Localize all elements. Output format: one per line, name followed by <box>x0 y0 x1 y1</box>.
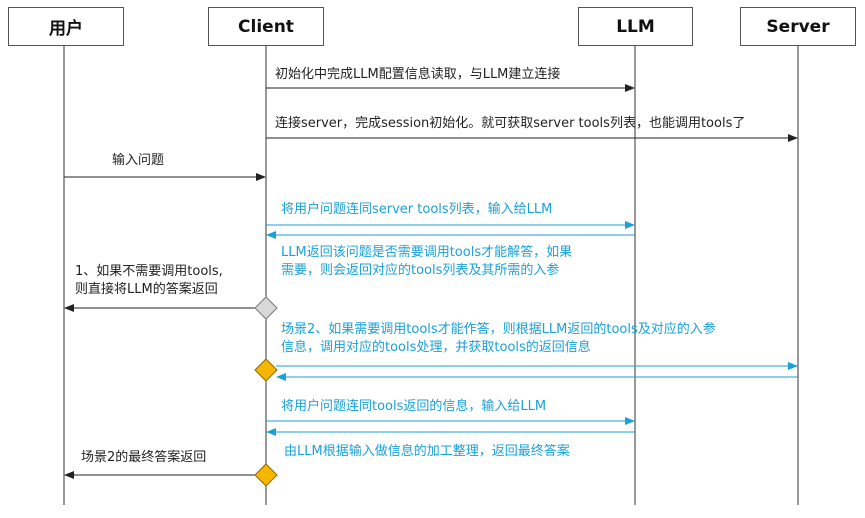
message-direct-answer-line2: 则直接将LLM的答案返回 <box>75 282 218 297</box>
actor-llm: LLM <box>578 7 693 46</box>
message-scenario2-line2: 信息，调用对应的tools处理，并获取tools的返回信息 <box>281 340 591 355</box>
decision-diamond-tools-call <box>254 358 278 382</box>
message-scenario2-line1: 场景2、如果需要调用tools才能作答，则根据LLM返回的tools及对应的入参 <box>281 322 716 337</box>
message-init-llm: 初始化中完成LLM配置信息读取，与LLM建立连接 <box>275 67 561 82</box>
message-input-question: 输入问题 <box>112 153 165 168</box>
decision-diamond-no-tools <box>254 296 278 320</box>
message-tool-result-to-llm: 将用户问题连同tools返回的信息，输入给LLM <box>281 399 547 414</box>
actor-user: 用户 <box>8 7 124 46</box>
message-llm-return-line2: 需要，则会返回对应的tools列表及其所需的入参 <box>281 263 560 278</box>
message-connect-server: 连接server，完成session初始化。就可获取server tools列表… <box>275 116 746 131</box>
message-llm-return-line1: LLM返回该问题是否需要调用tools才能解答，如果 <box>281 245 573 260</box>
actor-server: Server <box>740 7 856 46</box>
message-scenario2-final: 场景2的最终答案返回 <box>81 450 207 465</box>
decision-diamond-final <box>254 463 278 487</box>
actor-client: Client <box>208 7 324 46</box>
message-direct-answer-line1: 1、如果不需要调用tools, <box>75 264 223 279</box>
message-question-to-llm: 将用户问题连同server tools列表，输入给LLM <box>281 202 553 217</box>
message-final-answer-from-llm: 由LLM根据输入做信息的加工整理，返回最终答案 <box>284 444 570 459</box>
